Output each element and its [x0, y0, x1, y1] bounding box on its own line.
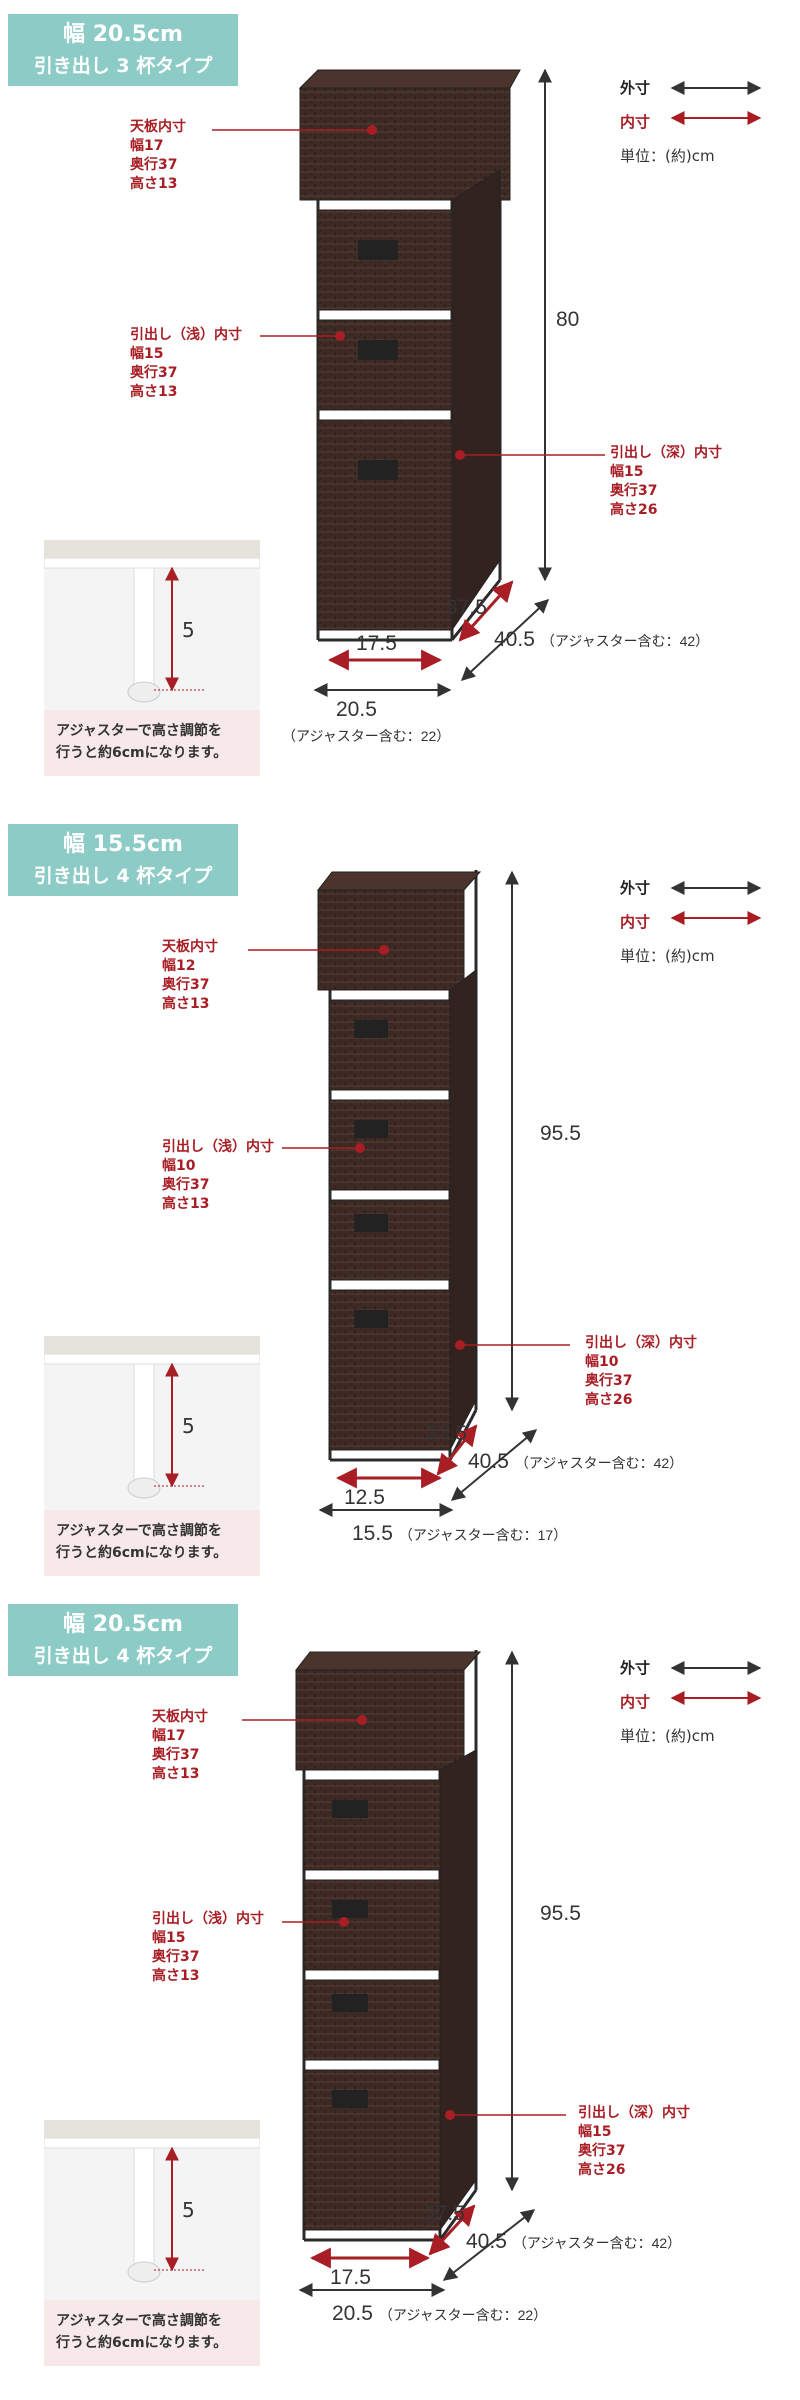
inner-depth-value: 37.5: [424, 2202, 465, 2225]
inner-width-value: 17.5: [330, 2266, 371, 2289]
outer-depth-value: 40.5（アジャスター含む：42）: [494, 628, 710, 651]
outer-width-value: 15.5（アジャスター含む：17）: [352, 1522, 568, 1545]
section-1: 幅 20.5cm 引き出し 3 杯タイプ: [0, 0, 800, 780]
deep-drawer: [317, 419, 453, 631]
deep-drawer: [303, 2069, 441, 2231]
tag-subtitle: 引き出し 4 杯タイプ: [33, 1645, 213, 1667]
adjuster-value: 5: [182, 1414, 195, 1438]
legend-outer-label: 外寸: [620, 78, 651, 97]
product-drawing: [212, 68, 762, 697]
adjuster-note: アジャスターで高さ調節を行うと約6cmになります。: [44, 2300, 260, 2366]
tag-title: 幅 20.5cm: [63, 1612, 183, 1637]
inner-depth-value: 37.5: [426, 1422, 467, 1445]
legend-inner-label: 内寸: [620, 112, 651, 131]
drawer-1: [303, 1779, 441, 1871]
inner-width-value: 17.5: [356, 632, 397, 655]
outer-width-value: 20.5（アジャスター含む：22）: [332, 2302, 548, 2325]
section-tag: 幅 15.5cm 引き出し 4 杯タイプ: [8, 824, 238, 896]
tag-title: 幅 20.5cm: [63, 22, 183, 47]
adjuster-photo: 5: [44, 1336, 260, 1516]
deep-drawer: [329, 1289, 451, 1451]
adjuster-value: 5: [182, 618, 195, 642]
tag-title: 幅 15.5cm: [63, 832, 183, 857]
product-drawing: [248, 870, 762, 1517]
legend-unit: 単位：(約)cm: [620, 946, 715, 965]
legend: 外寸 内寸 単位：(約)cm: [620, 870, 715, 972]
legend: 外寸 内寸 単位：(約)cm: [620, 70, 715, 172]
top-basket: [317, 889, 465, 991]
drawer-3: [329, 1199, 451, 1281]
legend-outer-label: 外寸: [620, 1658, 651, 1677]
outer-depth-value: 40.5（アジャスター含む：42）: [468, 1450, 684, 1473]
adjuster-note: アジャスターで高さ調節を行うと約6cmになります。: [44, 710, 260, 776]
drawer-2: [303, 1879, 441, 1971]
outer-depth-arrow: [460, 599, 550, 681]
adjuster-photo: 5: [44, 2120, 260, 2300]
section-3: 幅 20.5cm 引き出し 4 杯タイプ 外寸 内寸 単位：(約)cm 天板内寸…: [0, 1590, 800, 2370]
top-basket: [299, 87, 511, 201]
outer-width-note: （アジャスター含む：22）: [282, 728, 451, 744]
adjuster-note: アジャスターで高さ調節を行うと約6cmになります。: [44, 1510, 260, 1576]
legend-unit: 単位：(約)cm: [620, 146, 715, 165]
section-2: 幅 15.5cm 引き出し 4 杯タイプ 外寸 内寸 単位：(約)cm 天板内寸…: [0, 810, 800, 1590]
adjuster-value: 5: [182, 2198, 195, 2222]
height-value: 95.5: [540, 1902, 581, 1925]
drawer-2: [329, 1099, 451, 1191]
legend-outer-label: 外寸: [620, 878, 651, 897]
tag-subtitle: 引き出し 3 杯タイプ: [33, 55, 213, 77]
outer-width-value: 20.5: [336, 698, 377, 721]
tag-subtitle: 引き出し 4 杯タイプ: [33, 865, 213, 887]
adjuster-photo: 5: [44, 540, 260, 720]
inner-width-value: 12.5: [344, 1486, 385, 1509]
height-value: 80: [556, 308, 580, 331]
drawer-1: [329, 999, 451, 1091]
legend-inner-label: 内寸: [620, 1692, 651, 1711]
inner-depth-value: 37.5: [446, 596, 487, 619]
height-value: 95.5: [540, 1122, 581, 1145]
legend: 外寸 内寸 単位：(約)cm: [620, 1650, 715, 1752]
legend-inner-label: 内寸: [620, 912, 651, 931]
section-tag: 幅 20.5cm 引き出し 3 杯タイプ: [8, 14, 238, 86]
product-drawing: [242, 1650, 762, 2297]
outer-depth-value: 40.5（アジャスター含む：42）: [466, 2230, 682, 2253]
legend-unit: 単位：(約)cm: [620, 1726, 715, 1745]
drawer-3: [303, 1979, 441, 2061]
section-tag: 幅 20.5cm 引き出し 4 杯タイプ: [8, 1604, 238, 1676]
